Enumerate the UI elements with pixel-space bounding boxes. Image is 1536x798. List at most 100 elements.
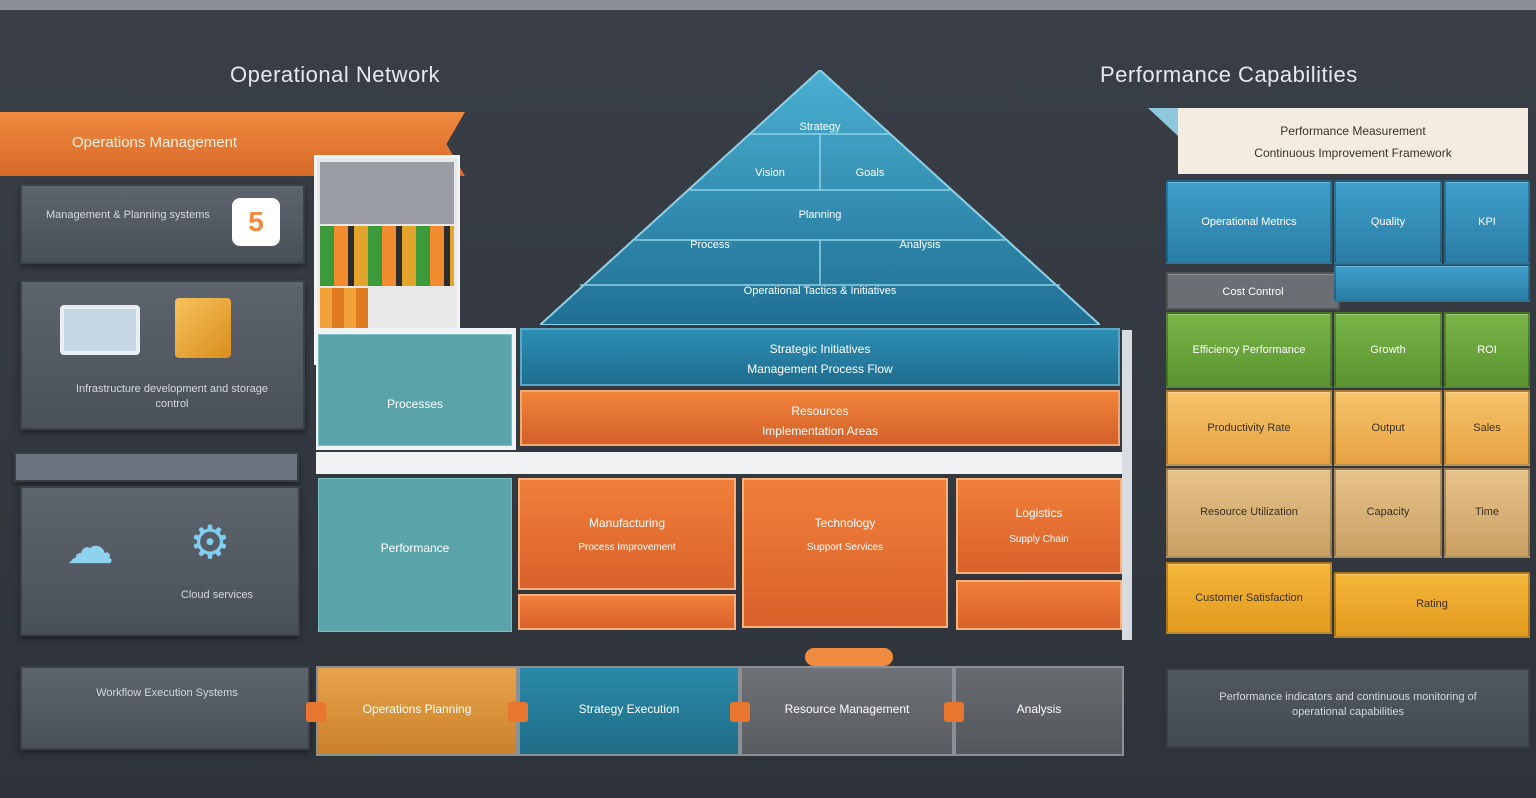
ribbon-label: Operations Management	[72, 134, 238, 151]
pyramid-row4-right: Analysis	[900, 239, 941, 251]
panel-cloud[interactable]: Cloud services	[20, 486, 300, 636]
card-logistics[interactable]: Logistics Supply Chain	[956, 478, 1122, 574]
cell-roi[interactable]: ROI	[1444, 312, 1530, 388]
note-line-2: Continuous Improvement Framework	[1254, 146, 1452, 160]
card-logistics-title: Logistics	[1015, 506, 1063, 520]
badge-icon: 5	[232, 198, 280, 246]
cell-rating-label: Rating	[1416, 598, 1448, 610]
bottom-card-1-label: Operations Planning	[362, 702, 472, 716]
cell-sales[interactable]: Sales	[1444, 390, 1530, 466]
band-strategic-sub: Management Process Flow	[747, 362, 893, 376]
panel-cloud-text: Cloud services	[180, 589, 254, 601]
card-technology-title: Technology	[814, 516, 876, 530]
white-frame-right	[1122, 330, 1132, 640]
pyramid-graphic: Strategy Vision Goals Planning Process A…	[540, 70, 1100, 325]
cell-utilization-label: Resource Utilization	[1200, 506, 1298, 518]
cell-time-label: Time	[1474, 506, 1500, 518]
card-processes-label: Processes	[386, 397, 444, 411]
connector-node-1	[306, 702, 326, 722]
cell-sales-label: Sales	[1473, 422, 1501, 434]
connector-node-4	[944, 702, 964, 722]
card-processes[interactable]: Processes	[318, 334, 512, 446]
bottom-card-4[interactable]: Analysis	[954, 666, 1124, 756]
cell-efficiency-label: Efficiency Performance	[1192, 344, 1306, 356]
connector-node-3	[730, 702, 750, 722]
note-card: Performance Measurement Continuous Impro…	[1178, 108, 1528, 174]
cell-metrics-label: Operational Metrics	[1201, 216, 1297, 228]
card-manufacturing-title: Manufacturing	[588, 516, 666, 530]
left-title: Operational Network	[230, 62, 441, 87]
white-strip	[316, 452, 1126, 474]
gear-icon: ⚙	[189, 516, 231, 568]
card-performance-label: Performance	[380, 541, 450, 555]
bottom-card-2[interactable]: Strategy Execution	[518, 666, 740, 756]
card-orange-footer-2	[956, 580, 1122, 630]
photo-header	[320, 162, 454, 224]
pyramid-base: Operational Tactics & Initiatives	[744, 285, 897, 297]
cell-satisfaction[interactable]: Customer Satisfaction	[1166, 562, 1332, 634]
top-bar	[0, 0, 1536, 10]
cell-output-label: Output	[1371, 422, 1405, 434]
right-bottom-text: Performance indicators and continuous mo…	[1219, 691, 1477, 718]
card-logistics-sub: Supply Chain	[1009, 534, 1069, 545]
cell-cost-label: Cost Control	[1222, 286, 1284, 298]
connector-node-2	[508, 702, 528, 722]
band-strategic[interactable]: Strategic Initiatives Management Process…	[520, 328, 1120, 386]
band-resources-sub: Implementation Areas	[761, 424, 879, 438]
monitor-icon	[60, 305, 140, 355]
card-technology[interactable]: Technology Support Services	[742, 478, 948, 628]
cell-rating[interactable]: Rating	[1334, 572, 1530, 638]
panel-workflow-text: Workflow Execution Systems	[96, 687, 238, 699]
card-performance[interactable]: Performance	[318, 478, 512, 632]
card-orange-footer	[518, 594, 736, 630]
cell-kpi-label: KPI	[1478, 216, 1496, 228]
card-manufacturing-sub: Process Improvement	[578, 542, 676, 553]
cell-satisfaction-label: Customer Satisfaction	[1195, 592, 1303, 604]
bottom-card-3-label: Resource Management	[784, 702, 910, 716]
note-flag	[1148, 108, 1178, 136]
cell-roi-label: ROI	[1477, 344, 1497, 356]
connector-pill	[805, 648, 893, 666]
cell-metrics[interactable]: Operational Metrics	[1166, 180, 1332, 264]
pyramid-row2-right: Goals	[856, 167, 885, 179]
cloud-icon: ☁	[66, 521, 114, 574]
cell-quality-label: Quality	[1370, 216, 1406, 228]
pyramid-top-label: Strategy	[800, 121, 841, 133]
right-bottom-panel: Performance indicators and continuous mo…	[1166, 668, 1530, 748]
cell-quality[interactable]: Quality	[1334, 180, 1442, 264]
cell-growth[interactable]: Growth	[1334, 312, 1442, 388]
photo-stripes	[320, 226, 454, 286]
card-manufacturing[interactable]: Manufacturing Process Improvement	[518, 478, 736, 590]
band-strategic-title: Strategic Initiatives	[769, 342, 871, 356]
panel-workflow[interactable]: Workflow Execution Systems	[20, 666, 310, 750]
cell-capacity-label: Capacity	[1366, 506, 1410, 518]
cell-time[interactable]: Time	[1444, 468, 1530, 558]
bottom-card-1[interactable]: Operations Planning	[316, 666, 518, 756]
panel-divider	[14, 452, 299, 482]
band-resources-title: Resources	[791, 404, 849, 418]
cell-cost[interactable]: Cost Control	[1166, 272, 1340, 310]
panel-management-text: Management & Planning systems	[46, 209, 210, 221]
pyramid-row4-left: Process	[690, 239, 730, 251]
cell-blue-strip	[1334, 264, 1530, 302]
cell-utilization[interactable]: Resource Utilization	[1166, 468, 1332, 558]
card-technology-sub: Support Services	[806, 542, 884, 553]
panel-infrastructure[interactable]: Infrastructure development and storage c…	[20, 280, 305, 430]
cell-productivity-label: Productivity Rate	[1207, 422, 1291, 434]
cell-efficiency[interactable]: Efficiency Performance	[1166, 312, 1332, 388]
note-line-1: Performance Measurement	[1280, 124, 1426, 138]
cell-kpi[interactable]: KPI	[1444, 180, 1530, 264]
band-resources[interactable]: Resources Implementation Areas	[520, 390, 1120, 446]
cell-output[interactable]: Output	[1334, 390, 1442, 466]
cell-growth-label: Growth	[1370, 344, 1406, 356]
panel-infrastructure-text: Infrastructure development and storage c…	[75, 383, 268, 410]
pyramid-row2-left: Vision	[755, 167, 785, 179]
cell-capacity[interactable]: Capacity	[1334, 468, 1442, 558]
bottom-card-3[interactable]: Resource Management	[740, 666, 954, 756]
cell-productivity[interactable]: Productivity Rate	[1166, 390, 1332, 466]
right-title: Performance Capabilities	[1100, 62, 1358, 87]
storage-box-icon	[175, 298, 231, 358]
pyramid-row3: Planning	[799, 209, 842, 221]
bottom-card-4-label: Analysis	[1016, 702, 1062, 716]
bottom-card-2-label: Strategy Execution	[578, 702, 680, 716]
